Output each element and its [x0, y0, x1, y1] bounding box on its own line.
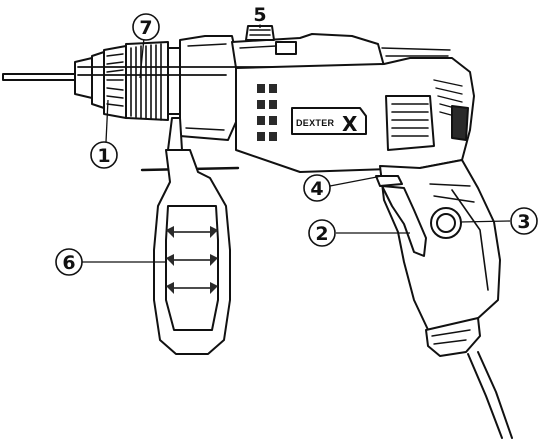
callout-4: 4 [303, 174, 331, 202]
drill-bit [2, 73, 76, 81]
brand-mark: X [342, 112, 358, 136]
callout-5: 5 [248, 1, 272, 26]
rear-vent [451, 105, 469, 141]
leader-lines [82, 22, 511, 263]
callout-7: 7 [132, 13, 160, 41]
leader-line-4 [329, 175, 383, 187]
callout-2: 2 [308, 219, 336, 247]
vent-slots-left [257, 84, 277, 141]
auxiliary-handle[interactable] [140, 117, 240, 355]
rotation-switch[interactable] [430, 207, 462, 239]
vent-slots-right [385, 95, 435, 151]
grip-base [425, 317, 481, 357]
brand-plate [291, 107, 367, 135]
svg-text:3: 3 [517, 211, 530, 233]
callout-3: 3 [510, 207, 538, 235]
leader-line-7 [139, 37, 145, 79]
trigger[interactable] [381, 185, 427, 257]
keyless-chuck [74, 41, 181, 121]
lock-button[interactable] [375, 175, 403, 187]
svg-text:4: 4 [310, 178, 323, 200]
svg-text:5: 5 [253, 4, 266, 26]
callout-1: 1 [90, 141, 118, 169]
svg-text:7: 7 [139, 17, 152, 39]
callout-6: 6 [55, 248, 83, 276]
leader-line-1 [105, 99, 109, 143]
mode-switch[interactable] [245, 25, 275, 41]
drill-body [2, 25, 513, 439]
brand-name: DEXTER [296, 118, 335, 128]
svg-text:2: 2 [315, 223, 328, 245]
gear-housing [179, 35, 237, 141]
svg-text:1: 1 [97, 145, 110, 167]
svg-text:6: 6 [62, 252, 75, 274]
leader-line-3 [459, 220, 511, 223]
power-cord [467, 351, 513, 439]
